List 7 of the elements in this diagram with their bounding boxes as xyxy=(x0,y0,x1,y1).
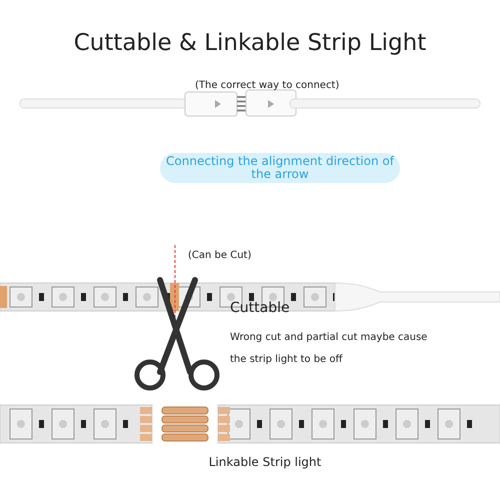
connection-note: (The correct way to connect) xyxy=(195,80,340,91)
description: Wrong cut and partial cut maybe cause the strip light to be off xyxy=(230,331,428,367)
heading: Cuttable xyxy=(230,300,290,316)
title: Cuttable & Linkable Strip Light xyxy=(72,30,428,56)
cut-note: (Can be Cut) xyxy=(188,250,252,261)
caption: Linkable Strip light xyxy=(208,455,322,469)
instruction-pill: Connecting the alignment direction of the arrow xyxy=(160,153,400,183)
